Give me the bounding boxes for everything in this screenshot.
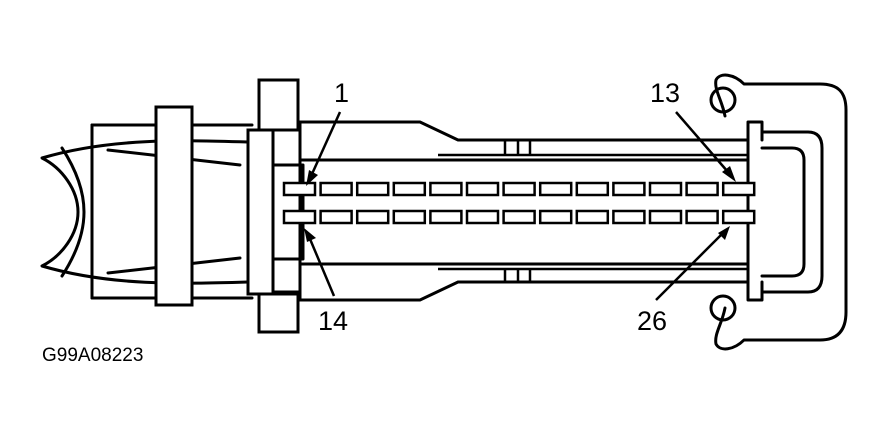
locking-collar: [154, 105, 194, 307]
pin-cavity-4: [392, 181, 427, 197]
pin-cavity-21: [538, 209, 573, 225]
pin-cavity-10: [612, 181, 646, 197]
pin-cavity-5: [429, 181, 463, 197]
pin-cavity-2: [319, 181, 353, 197]
cable: [40, 139, 250, 285]
mounting-bracket: [709, 73, 848, 351]
pin-cavity-25: [685, 209, 719, 225]
pin-cavity-12: [685, 181, 719, 197]
pin-cavity-26: [721, 209, 756, 225]
pin-cavity-15: [319, 209, 353, 225]
callout-leaders: [304, 111, 736, 301]
pin-cavity-20: [502, 209, 536, 225]
callout-label-14: 14: [318, 306, 348, 336]
pin-cavity-23: [612, 209, 646, 225]
pin-cavity-8: [538, 181, 573, 197]
pin-cavity-18: [429, 209, 463, 225]
pin-cavity-24: [648, 209, 683, 225]
upper-latch-tab: [257, 78, 300, 132]
lower-mounting-hole: [709, 294, 737, 322]
pin-cavity-16: [355, 209, 390, 225]
upper-mounting-hole: [709, 86, 737, 114]
callout-label-13: 13: [650, 78, 680, 108]
callout-label-26: 26: [637, 306, 667, 336]
pin-cavity-1: [282, 181, 317, 197]
pin-cavity-6: [465, 181, 500, 197]
lower-latch-tab: [257, 290, 300, 334]
callout-label-1: 1: [334, 78, 349, 108]
pin-cavity-3: [355, 181, 390, 197]
pin-cavity-13: [721, 181, 756, 197]
housing-ribs: [503, 140, 532, 282]
pin-cavity-19: [465, 209, 500, 225]
pin-cavity-7: [502, 181, 536, 197]
pin-cavity-9: [575, 181, 610, 197]
pin-cavity-17: [392, 209, 427, 225]
pin-cavity-11: [648, 181, 683, 197]
figure-reference-code: G99A08223: [42, 345, 143, 366]
pin-cavity-22: [575, 209, 610, 225]
pin-cavity-rows: [282, 181, 756, 225]
pin-cavity-14: [282, 209, 317, 225]
